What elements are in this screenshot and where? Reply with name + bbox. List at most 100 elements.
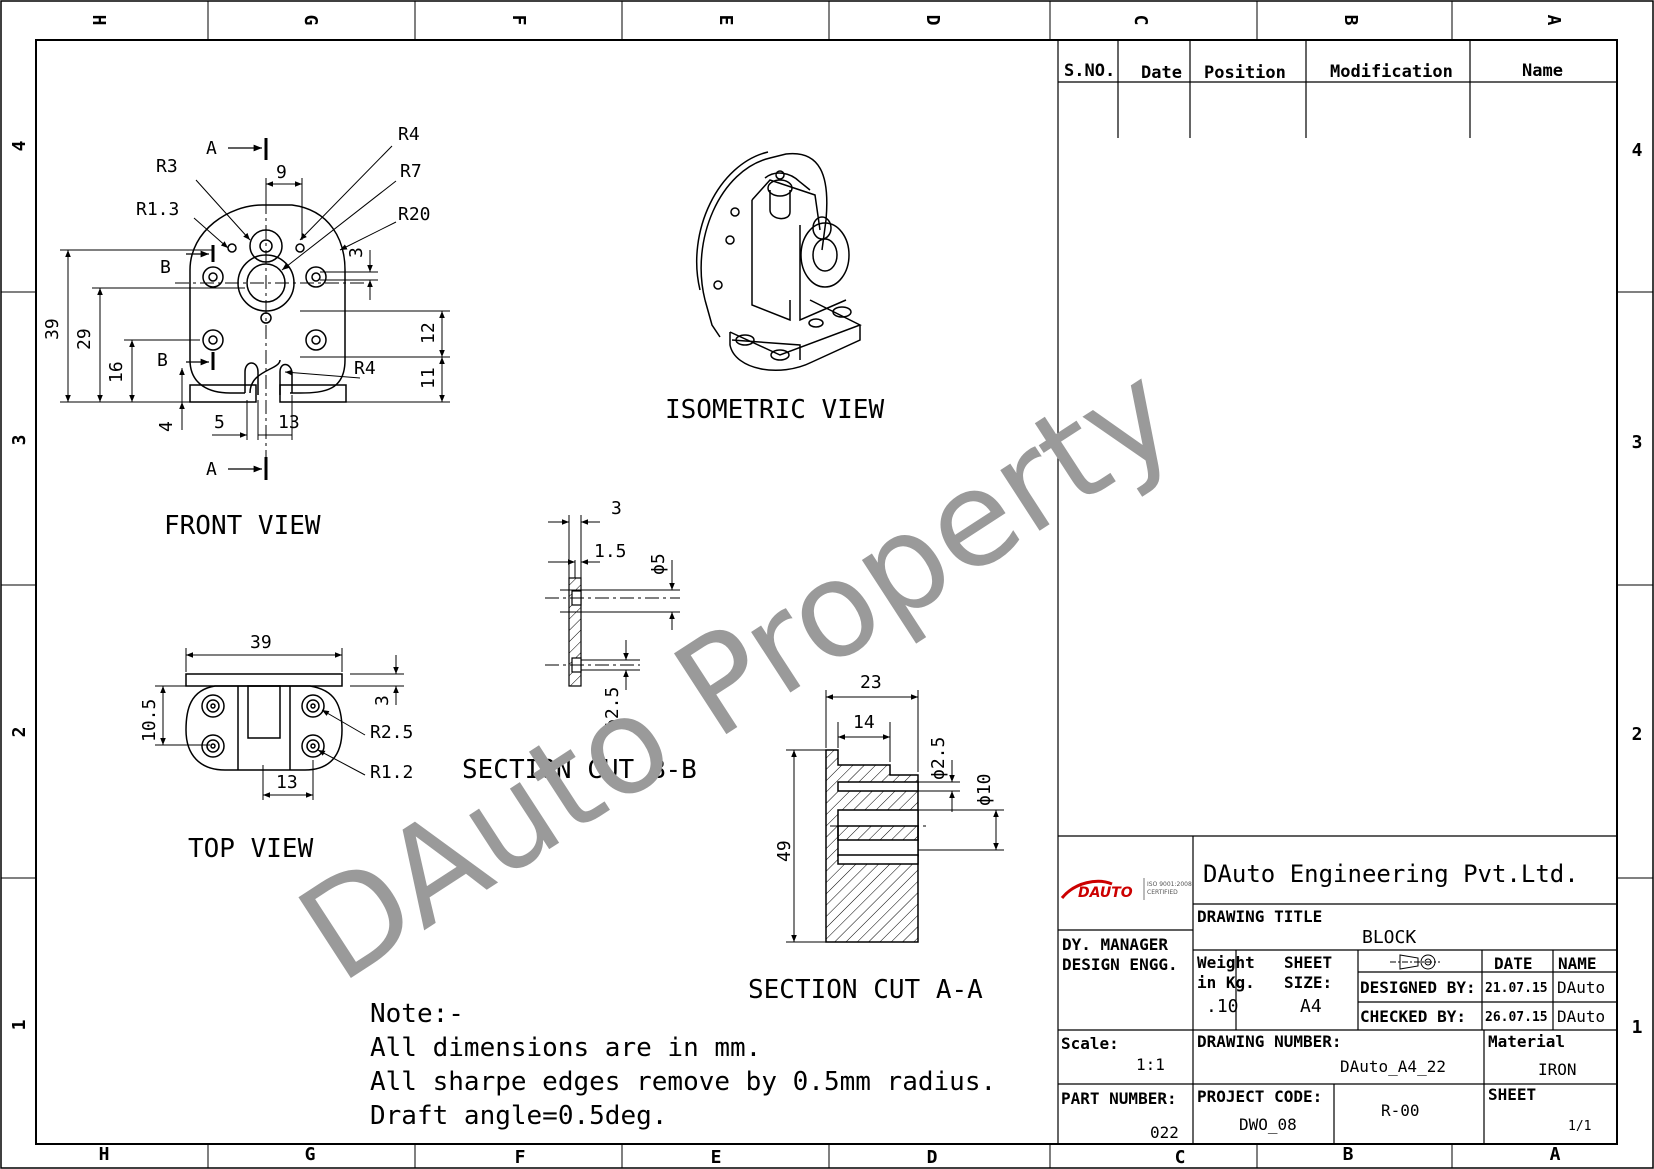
company-name: DAuto Engineering Pvt.Ltd. — [1203, 860, 1579, 888]
dim-10-5-top: 10.5 — [139, 699, 160, 742]
company-logo: DAUTO — [1078, 885, 1133, 901]
sheet-size-label-1: SHEET — [1284, 953, 1332, 972]
zone-top-d: D — [922, 15, 943, 26]
zone-right-2: 2 — [1632, 724, 1643, 745]
dim-phi2-5-bb: ϕ2.5 — [602, 687, 623, 730]
zone-top-g: G — [300, 15, 321, 26]
isometric-view-title: ISOMETRIC VIEW — [665, 395, 884, 425]
dim-r1-3: R1.3 — [136, 199, 179, 220]
part-number-label: PART NUMBER: — [1061, 1089, 1177, 1108]
front-view-title: FRONT VIEW — [164, 511, 321, 541]
section-aa-title: SECTION CUT A-A — [748, 975, 983, 1005]
zone-bottom-d: D — [927, 1147, 938, 1168]
zone-bottom-g: G — [305, 1144, 316, 1165]
zone-bottom-c: C — [1175, 1147, 1186, 1168]
designed-by-label: DESIGNED BY: — [1360, 978, 1476, 997]
zone-top-f: F — [508, 15, 529, 26]
zone-left-1: 1 — [9, 1020, 30, 1031]
zone-left-2: 2 — [9, 727, 30, 738]
sheet-size-value: A4 — [1300, 996, 1322, 1017]
section-bb-labels: 3 1.5 ϕ5 ϕ2.5 SECTION CUT B-B — [462, 498, 697, 785]
section-b-label-bottom: B — [157, 350, 168, 371]
zone-top-a: A — [1543, 15, 1564, 26]
dim-phi5-bb: ϕ5 — [648, 553, 669, 575]
scale-label: Scale: — [1061, 1034, 1119, 1053]
designed-date: 21.07.15 — [1485, 981, 1548, 996]
zone-right-4: 4 — [1632, 140, 1643, 161]
weight-label-1: Weight — [1197, 953, 1255, 972]
notes-heading: Note:- — [370, 999, 464, 1029]
zone-left-4: 4 — [9, 140, 30, 151]
weight-label-2: in Kg. — [1197, 973, 1255, 992]
dim-r4-top: R4 — [398, 124, 420, 145]
zone-top-c: C — [1130, 15, 1151, 26]
dim-1-5-bb: 1.5 — [594, 541, 627, 562]
projection-symbol-icon — [1390, 954, 1440, 970]
dim-phi10-aa: ϕ10 — [974, 773, 995, 806]
zone-bottom-b: B — [1343, 1144, 1354, 1165]
zone-right-1: 1 — [1632, 1017, 1643, 1038]
top-view — [155, 648, 404, 800]
checked-date: 26.07.15 — [1485, 1010, 1548, 1025]
section-a-label-top: A — [206, 138, 217, 159]
title-block-text: DAuto Engineering Pvt.Ltd. DRAWING TITLE… — [1061, 860, 1605, 1142]
revision-table-headers: S.NO. Date Position Modification Name — [1064, 61, 1563, 83]
sheet-label: SHEET — [1488, 1085, 1536, 1104]
dim-23-aa: 23 — [860, 672, 882, 693]
zone-top-h: H — [88, 15, 109, 26]
dim-r3: R3 — [156, 156, 178, 177]
dim-phi2-5-aa: ϕ2.5 — [928, 737, 949, 780]
material-label: Material — [1488, 1032, 1565, 1051]
date-header: DATE — [1494, 954, 1533, 973]
front-view — [60, 138, 450, 480]
title-block-logo: DAUTO ISO 9001:2008 CERTIFIED — [1060, 878, 1192, 901]
notes-line-2: All sharpe edges remove by 0.5mm radius. — [370, 1067, 996, 1097]
revision-code: R-00 — [1381, 1101, 1420, 1120]
checked-name: DAuto — [1557, 1007, 1605, 1026]
role-dy-manager: DY. MANAGER — [1062, 935, 1168, 954]
dim-14-aa: 14 — [853, 712, 875, 733]
drawing-title: BLOCK — [1362, 927, 1416, 948]
rev-col-sno: S.NO. — [1064, 61, 1115, 81]
dim-5-front: 5 — [214, 412, 225, 433]
section-b-label-top: B — [160, 257, 171, 278]
scale-value: 1:1 — [1136, 1055, 1165, 1074]
sheet-value: 1/1 — [1568, 1119, 1591, 1134]
name-header: NAME — [1558, 954, 1597, 973]
zone-bottom-f: F — [515, 1147, 526, 1168]
dim-3-bb: 3 — [611, 498, 622, 519]
project-code: DWO_08 — [1239, 1115, 1297, 1134]
iso-certification-line-2: CERTIFIED — [1147, 889, 1178, 896]
drawing-title-label: DRAWING TITLE — [1197, 907, 1322, 926]
checked-by-label: CHECKED BY: — [1360, 1007, 1466, 1026]
dim-39-top: 39 — [250, 632, 272, 653]
notes: Note:- All dimensions are in mm. All sha… — [370, 999, 996, 1131]
weight-value: .10 — [1206, 996, 1239, 1017]
dim-r20: R20 — [398, 204, 431, 225]
isometric-view — [695, 151, 862, 372]
section-bb-view — [545, 515, 680, 690]
dim-39-front: 39 — [42, 318, 63, 340]
material-value: IRON — [1538, 1060, 1577, 1079]
dim-3-front: 3 — [346, 247, 367, 258]
dim-13-top: 13 — [276, 772, 298, 793]
top-view-title: TOP VIEW — [188, 834, 314, 864]
dim-49-aa: 49 — [774, 840, 795, 862]
title-block — [1058, 835, 1617, 1145]
section-a-label-bottom: A — [206, 459, 217, 480]
dim-r1-2-top: R1.2 — [370, 762, 413, 783]
role-design-engg: DESIGN ENGG. — [1062, 955, 1178, 974]
sheet-size-label-2: SIZE: — [1284, 973, 1332, 992]
rev-col-position: Position — [1204, 63, 1286, 83]
dim-r4-bottom: R4 — [354, 358, 376, 379]
zone-left-3: 3 — [9, 435, 30, 446]
dim-29-front: 29 — [74, 328, 95, 350]
zone-right-3: 3 — [1632, 432, 1643, 453]
top-view-labels: 39 3 10.5 R2.5 R1.2 13 TOP VIEW — [139, 632, 413, 864]
notes-line-1: All dimensions are in mm. — [370, 1033, 761, 1063]
dim-r2-5-top: R2.5 — [370, 722, 413, 743]
dim-9: 9 — [276, 162, 287, 183]
rev-col-date: Date — [1141, 63, 1182, 83]
drawing-number-label: DRAWING NUMBER: — [1197, 1032, 1342, 1051]
